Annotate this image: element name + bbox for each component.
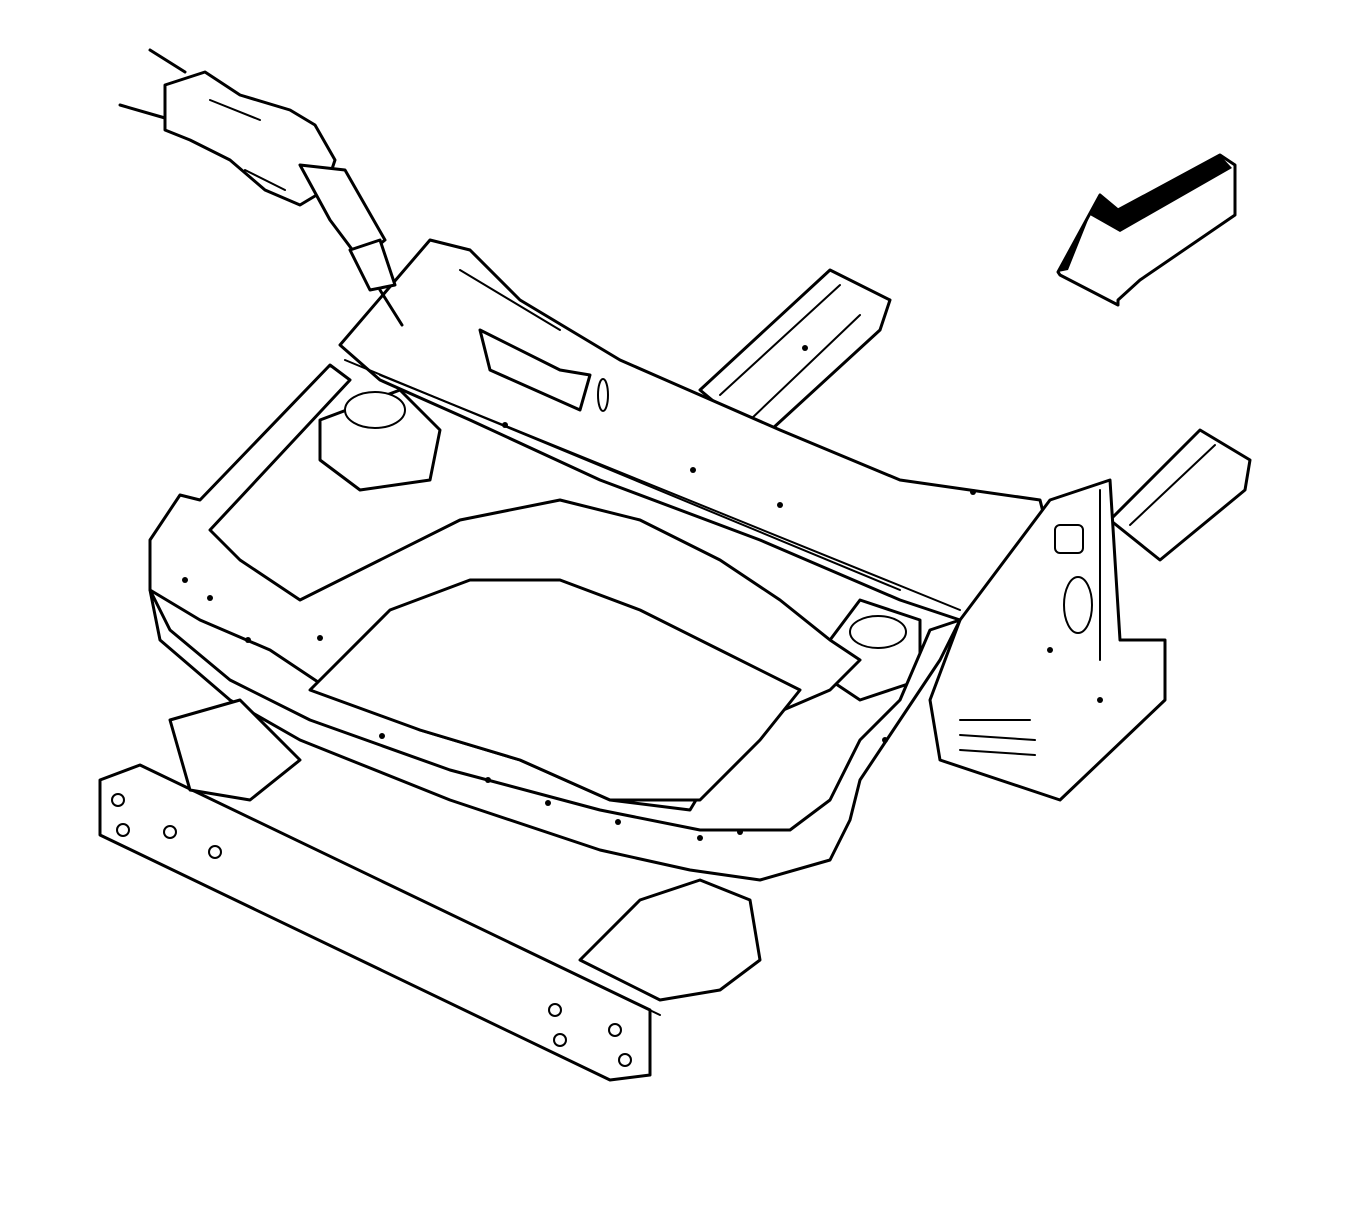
left-strut-tower (318, 388, 442, 492)
right-strut-tower (828, 598, 922, 702)
right-side-apron (928, 478, 1167, 802)
rear-rail-extensions (698, 268, 1252, 562)
frame-holes (182, 345, 1103, 841)
arrow-icon (1056, 153, 1237, 307)
bumper-impact-bar (98, 698, 762, 1082)
lower-frame-ring (148, 363, 962, 882)
hand-with-drill (118, 48, 404, 327)
